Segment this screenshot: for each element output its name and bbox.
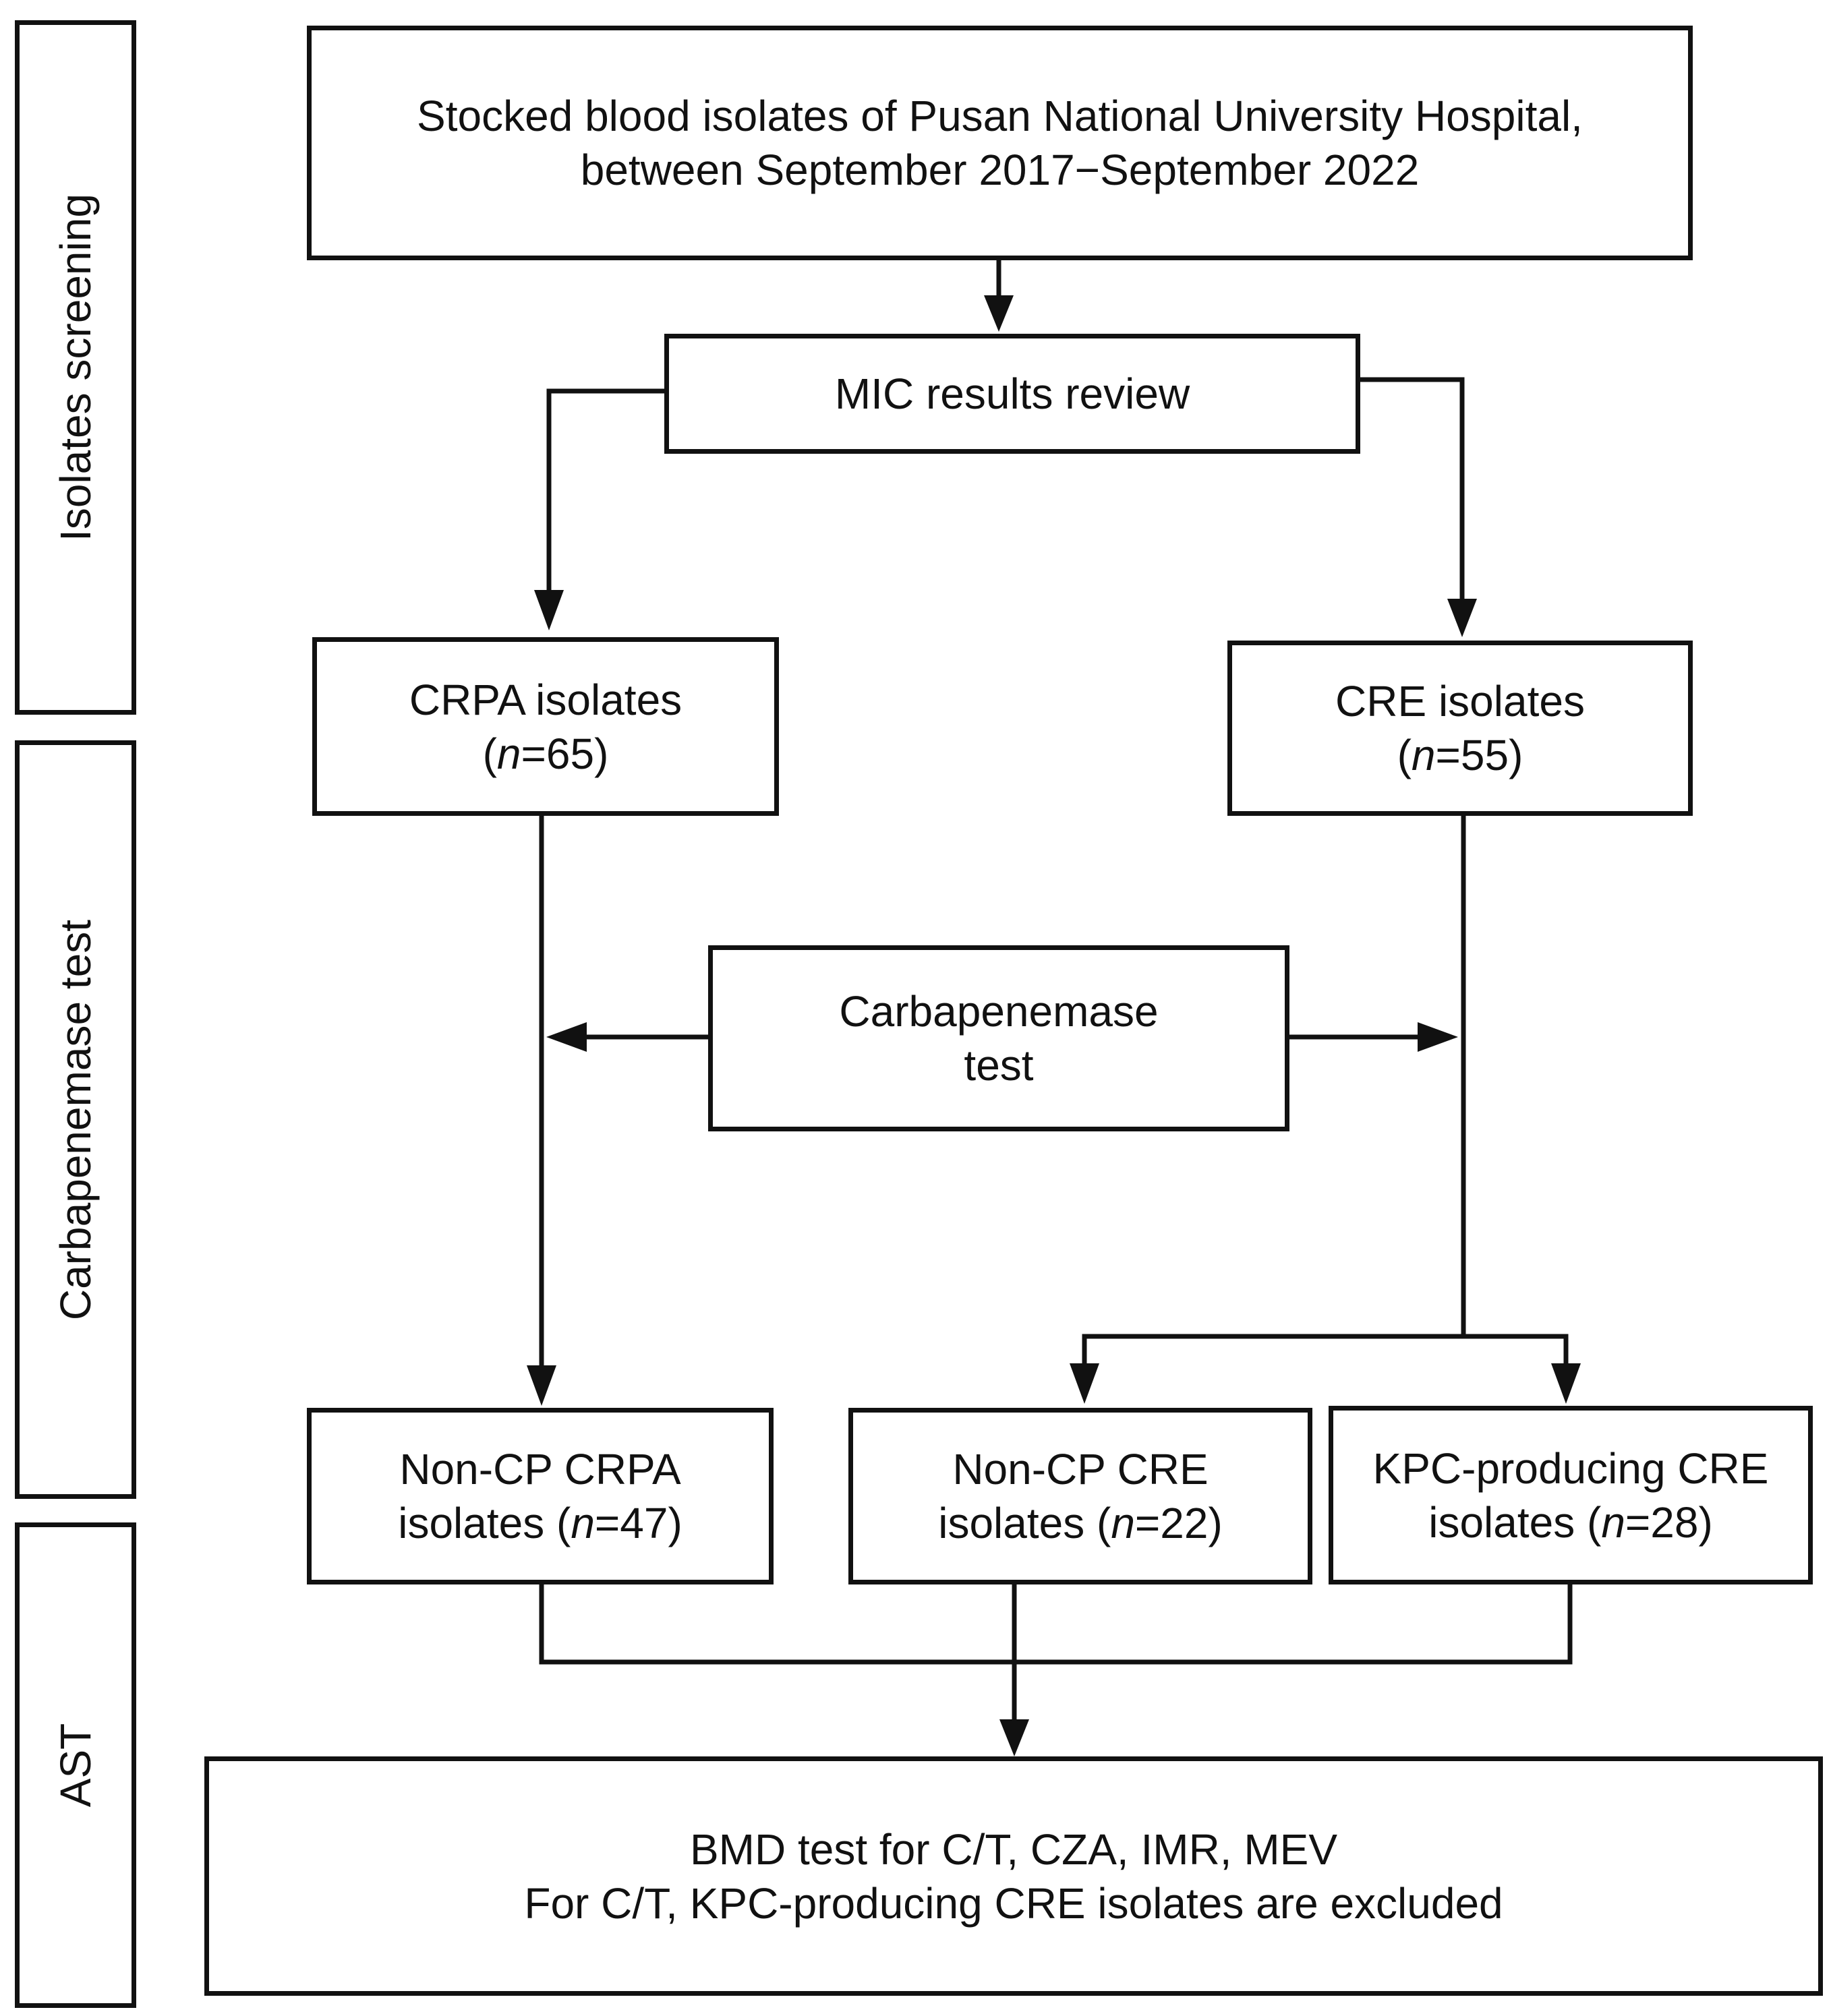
arrow-mic-to-cre: [1358, 377, 1465, 603]
arrowhead-crpa: [534, 590, 564, 630]
arrowhead-bmd: [999, 1719, 1029, 1756]
stage-panel-carbapenemase-test: Carbapenemase test: [15, 740, 136, 1499]
node-mic-line1: MIC results review: [834, 369, 1190, 418]
node-crpa-isolates: CRPA isolates (n=65): [312, 637, 779, 816]
node-source-line1: Stocked blood isolates of Pusan National…: [417, 92, 1583, 140]
arrowhead-carbapenemase-right: [1418, 1022, 1458, 1052]
node-kpc-cre-line2: isolates (n=28): [1428, 1498, 1713, 1547]
line-cre-split: [1082, 1334, 1569, 1363]
node-bmd-line1: BMD test for C/T, CZA, IMR, MEV: [689, 1825, 1338, 1874]
line-merge-bottom: [539, 1584, 1573, 1665]
node-cre-isolates: CRE isolates (n=55): [1227, 641, 1693, 816]
stage-panel-isolates-screening: Isolates screening: [15, 20, 136, 715]
node-noncp-cre-line2: isolates (n=22): [938, 1499, 1223, 1547]
node-carbapenemase-line1: Carbapenemase: [839, 987, 1159, 1036]
node-cre-count: (n=55): [1397, 731, 1523, 779]
node-mic-results-review: MIC results review: [664, 334, 1360, 454]
arrowhead-cre: [1447, 599, 1477, 637]
arrowhead-noncp-cre: [1070, 1363, 1099, 1404]
node-source-line2: between September 2017−September 2022: [580, 146, 1420, 194]
arrowhead-kpc-cre: [1551, 1363, 1581, 1404]
arrowhead-mic: [984, 295, 1014, 332]
node-noncp-cre-isolates: Non-CP CRE isolates (n=22): [848, 1408, 1312, 1584]
node-kpc-producing-cre-isolates: KPC-producing CRE isolates (n=28): [1329, 1406, 1813, 1584]
node-crpa-count: (n=65): [482, 729, 609, 778]
stage-panel-ast: AST: [15, 1522, 136, 2008]
arrow-mic-to-crpa: [546, 388, 668, 595]
node-carbapenemase-test: Carbapenemase test: [708, 945, 1289, 1131]
node-cre-line1: CRE isolates: [1335, 677, 1585, 725]
node-carbapenemase-line2: test: [964, 1041, 1034, 1090]
node-noncp-crpa-line2: isolates (n=47): [398, 1499, 682, 1547]
arrowhead-carbapenemase-left: [546, 1022, 587, 1052]
node-kpc-cre-line1: KPC-producing CRE: [1372, 1444, 1769, 1493]
node-stocked-blood-isolates: Stocked blood isolates of Pusan National…: [307, 26, 1693, 260]
node-bmd-line2: For C/T, KPC-producing CRE isolates are …: [524, 1878, 1503, 1928]
node-crpa-line1: CRPA isolates: [409, 675, 682, 724]
node-noncp-crpa-line1: Non-CP CRPA: [399, 1445, 681, 1493]
node-noncp-crpa-isolates: Non-CP CRPA isolates (n=47): [307, 1408, 774, 1584]
node-noncp-cre-line1: Non-CP CRE: [952, 1445, 1209, 1493]
arrowhead-noncp-crpa: [527, 1365, 556, 1406]
node-bmd-test: BMD test for C/T, CZA, IMR, MEV For C/T,…: [204, 1756, 1823, 1996]
